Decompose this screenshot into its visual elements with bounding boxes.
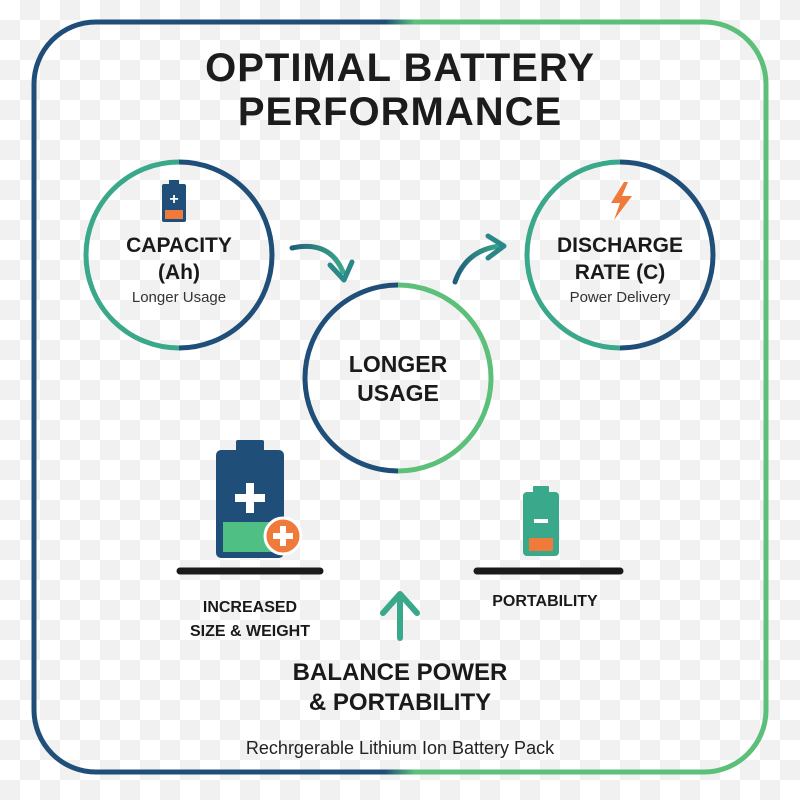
discharge-circle [524,159,716,351]
plus-badge-icon [263,516,303,556]
balance-label: BALANCE POWER & PORTABILITY [292,659,508,716]
page-title: OPTIMAL BATTERY PERFORMANCE [205,46,595,134]
svg-text:+: + [169,191,178,208]
capacity-title: CAPACITY (Ah) [126,234,232,284]
center-circle [302,282,494,474]
center-title: LONGER USAGE [348,351,448,406]
lightning-icon [611,182,632,220]
small-battery-icon [523,486,559,556]
discharge-title: DISCHARGE RATE (C) [556,234,683,284]
right-item-label: PORTABILITY [492,593,598,610]
outer-frame [31,19,769,775]
capacity-subtitle: Longer Usage [131,289,227,306]
footer-caption: Rechrgerable Lithium Ion Battery Pack [245,738,555,758]
arrow-center-to-discharge [452,233,507,285]
discharge-subtitle: Power Delivery [569,289,671,306]
up-arrow-icon [380,591,420,641]
arrow-capacity-to-center [289,243,355,283]
left-item-label: INCREASED SIZE & WEIGHT [190,599,310,640]
battery-plus-icon: + [162,180,186,222]
capacity-circle [83,159,275,351]
